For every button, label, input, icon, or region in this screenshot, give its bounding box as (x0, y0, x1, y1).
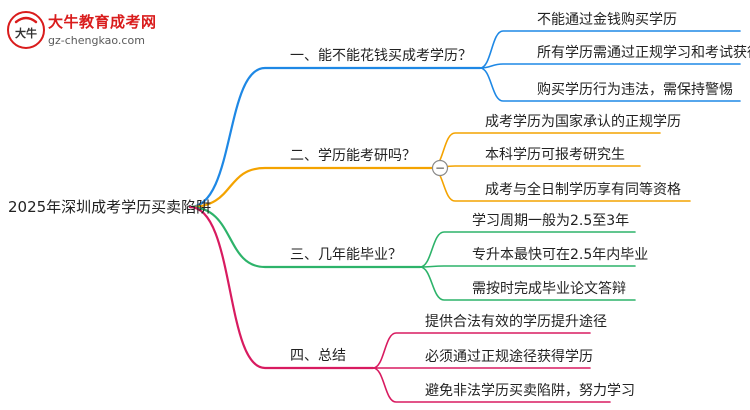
leaf-1-3-connector (479, 67, 741, 102)
leaf-2-2[interactable]: 本科学历可报考研究生 (485, 147, 625, 163)
collapse-toggle[interactable]: − (431, 159, 449, 177)
root-topic[interactable]: 2025年深圳成考学历买卖陷阱 (8, 198, 211, 216)
leaf-2-3[interactable]: 成考与全日制学历享有同等资格 (485, 181, 681, 198)
leaf-3-3-connector (419, 266, 636, 301)
branch-1-connector (188, 66, 482, 209)
leaf-1-2[interactable]: 所有学历需通过正规学习和考试获得 (537, 44, 750, 61)
branch-3-connector (188, 205, 422, 269)
collapse-minus-icon: − (435, 161, 445, 175)
leaf-3-3[interactable]: 需按时完成毕业论文答辩 (472, 280, 626, 297)
branch-3-label[interactable]: 三、几年能毕业？ (290, 247, 402, 263)
leaf-2-1[interactable]: 成考学历为国家承认的正规学历 (485, 113, 681, 130)
logo-mark: 大牛 (15, 26, 37, 40)
leaf-2-2-connector (431, 165, 641, 169)
branch-2-connector (188, 166, 434, 209)
mindmap-connectors (188, 30, 741, 403)
leaf-1-1[interactable]: 不能通过金钱购买学历 (537, 12, 677, 28)
leaf-3-1[interactable]: 学习周期一般为2.5至3年 (472, 213, 629, 229)
leaf-1-3[interactable]: 购买学历行为违法，需保持警惕 (537, 82, 733, 98)
leaf-4-1[interactable]: 提供合法有效的学历提升途径 (425, 313, 607, 330)
leaf-4-3[interactable]: 避免非法学历买卖陷阱，努力学习 (425, 383, 635, 399)
leaf-3-2-connector (419, 265, 636, 268)
leaf-3-1-connector (419, 231, 636, 268)
branch-4-label[interactable]: 四、总结 (290, 348, 346, 364)
bull-logo-icon: 大牛 (7, 11, 45, 49)
leaf-1-1-connector (479, 30, 741, 69)
branch-4-connector (188, 205, 375, 370)
leaf-4-1-connector (372, 332, 591, 369)
branch-2-label[interactable]: 二、学历能考研吗？ (290, 148, 416, 164)
leaf-3-2[interactable]: 专升本最快可在2.5年内毕业 (472, 247, 648, 263)
leaf-4-3-connector (372, 367, 611, 403)
site-logo[interactable]: 大牛 大牛教育成考网 gz-chengkao.com (6, 10, 166, 54)
leaf-1-2-connector (479, 63, 741, 69)
leaf-4-2[interactable]: 必须通过正规途径获得学历 (425, 348, 593, 365)
logo-url: gz-chengkao.com (48, 34, 145, 47)
branch-1-label[interactable]: 一、能不能花钱买成考学历？ (290, 48, 472, 64)
logo-title: 大牛教育成考网 (48, 13, 157, 31)
